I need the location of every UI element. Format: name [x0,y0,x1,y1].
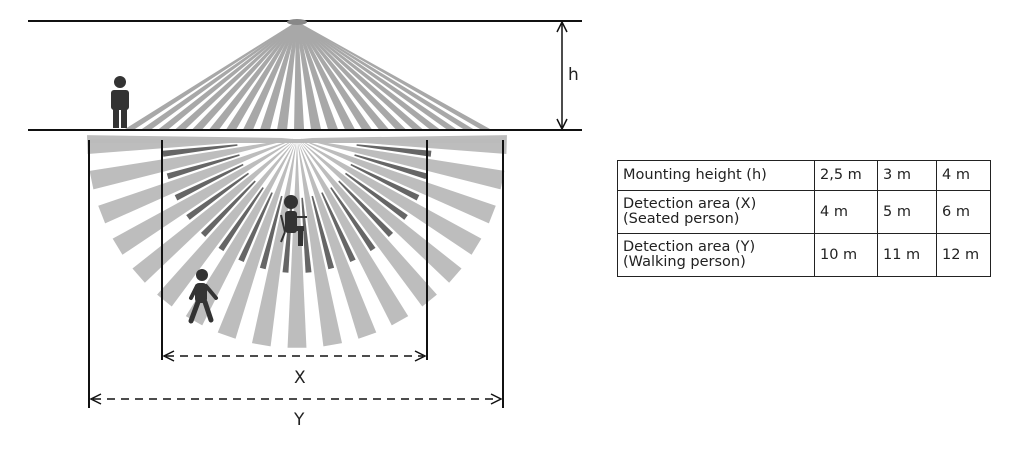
side-ray [294,22,305,129]
table-cell: 11 m [877,233,937,277]
detection-ray-outer [217,141,296,339]
side-ray [125,22,298,129]
detection-ray-inner [338,180,394,237]
detection-ray-outer [300,138,505,190]
detection-ray-outer [132,140,295,283]
table-cell: 2,5 m [814,160,878,191]
detection-ray-inner [345,172,408,220]
row-label: Detection area (X)(Seated person) [617,190,815,234]
detection-ray-inner [174,163,244,201]
detection-ray-outer [89,138,294,190]
detection-ray-inner [356,144,432,157]
standing-person-icon [111,76,129,128]
detection-ray-outer [300,139,496,224]
table-cell: 3 m [877,160,937,191]
side-ray [296,22,490,129]
table-row: Detection area (X)(Seated person) 4 m 5 … [617,190,991,234]
table-row: Mounting height (h) 2,5 m 3 m 4 m [617,160,991,191]
detection-ray-inner [330,187,376,252]
side-ray [243,22,298,129]
side-ray [296,22,474,129]
detection-ray-outer [287,141,307,348]
y-label: Y [293,410,305,430]
detection-ray-outer [298,141,409,326]
specs-table: Mounting height (h) 2,5 m 3 m 4 m Detect… [617,160,991,277]
detection-ray-outer [251,141,297,347]
detection-ray-outer [299,141,437,307]
row-label-sub: (Seated person) [623,211,740,227]
height-label: h [568,65,579,85]
side-ray [296,22,423,129]
side-ray [141,22,298,129]
table-cell: 12 m [936,233,991,277]
floor-view-rays [87,135,507,348]
x-dimension: X [162,350,427,388]
side-ray [296,22,406,129]
side-ray [158,22,298,129]
detection-ray-outer [112,140,294,255]
table-cell: 5 m [877,190,937,234]
detection-ray-inner [186,172,249,220]
y-dimension: Y [89,393,503,430]
detection-ray-inner [238,192,273,263]
side-ray [226,22,298,129]
side-ray [296,22,440,129]
detection-ray-outer [297,141,343,347]
table-row: Detection area (Y)(Walking person) 10 m … [617,233,991,277]
detection-ray-inner [166,154,240,180]
side-ray [192,22,298,129]
walking-person-icon [188,269,218,324]
detection-ray-inner [259,195,283,270]
row-label: Mounting height (h) [617,160,815,191]
detection-ray-outer [300,140,482,255]
side-ray [296,22,338,129]
seated-person-icon [280,195,307,246]
row-label: Detection area (Y)(Walking person) [617,233,815,277]
detection-ray-outer [98,139,294,224]
side-ray [296,22,457,129]
side-ray [277,22,298,129]
side-ray [175,22,298,129]
table-cell: 4 m [936,160,991,191]
row-label-main: Detection area (Y) [623,239,756,255]
detection-ray-outer [298,141,377,339]
detection-ray-inner [311,195,335,270]
detection-ray-outer [185,141,296,326]
x-label: X [294,368,306,388]
height-dimension: h [556,20,579,131]
sensor-icon [287,19,307,25]
detection-ray-inner [321,192,356,263]
detection-ray-inner [200,180,256,237]
detection-ray-inner [354,154,428,180]
detection-ray-outer [299,140,462,283]
detection-ray-outer [157,141,295,307]
side-ray [296,22,389,129]
table-cell: 10 m [814,233,878,277]
row-label-main: Detection area (X) [623,196,757,212]
row-label-sub: (Walking person) [623,254,746,270]
table-cell: 6 m [936,190,991,234]
side-ray [296,22,355,129]
side-ray [296,22,372,129]
detection-ray-inner [350,163,420,201]
table-cell: 4 m [814,190,878,234]
detection-ray-inner [218,187,264,252]
side-ray [260,22,298,129]
side-view-rays [125,22,490,129]
side-ray [296,22,321,129]
side-ray [209,22,298,129]
detection-ray-inner [162,144,238,157]
